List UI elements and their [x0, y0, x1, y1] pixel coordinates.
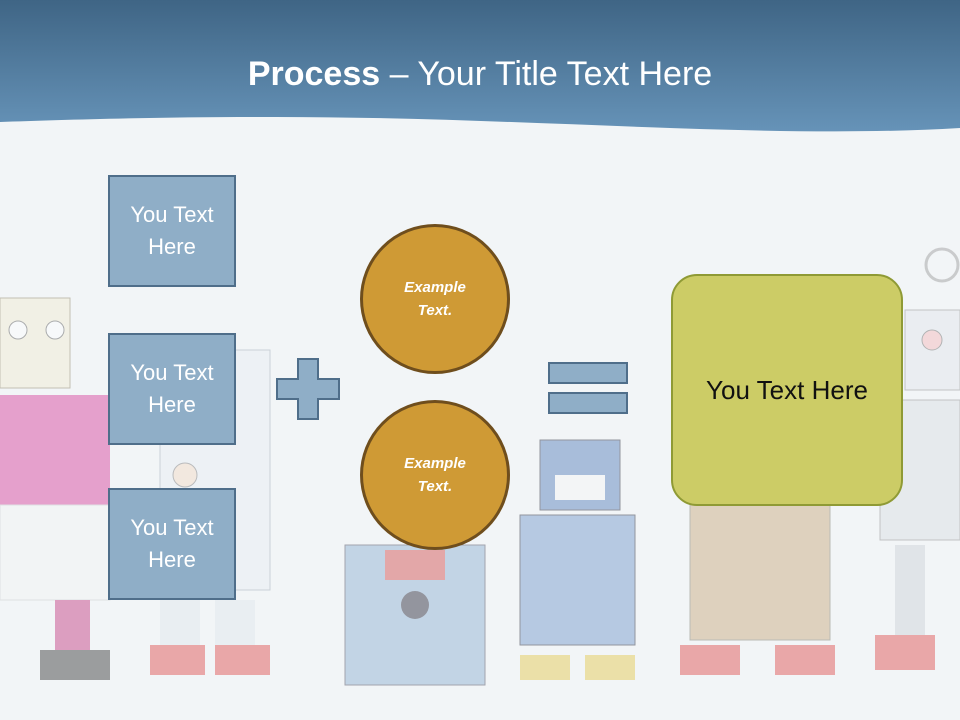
input-box-2[interactable]: You Text Here — [108, 333, 236, 445]
input-box-1[interactable]: You Text Here — [108, 175, 236, 287]
example-circle-1[interactable]: Example Text. — [360, 224, 510, 374]
page-title: Process – Your Title Text Here — [0, 52, 960, 96]
title-rest: – Your Title Text Here — [380, 55, 713, 93]
plus-icon — [276, 358, 340, 420]
equals-icon — [548, 362, 628, 414]
input-box-3[interactable]: You Text Here — [108, 488, 236, 600]
example-circle-2[interactable]: Example Text. — [360, 400, 510, 550]
title-bold: Process — [247, 55, 381, 93]
result-box[interactable]: You Text Here — [671, 274, 903, 506]
